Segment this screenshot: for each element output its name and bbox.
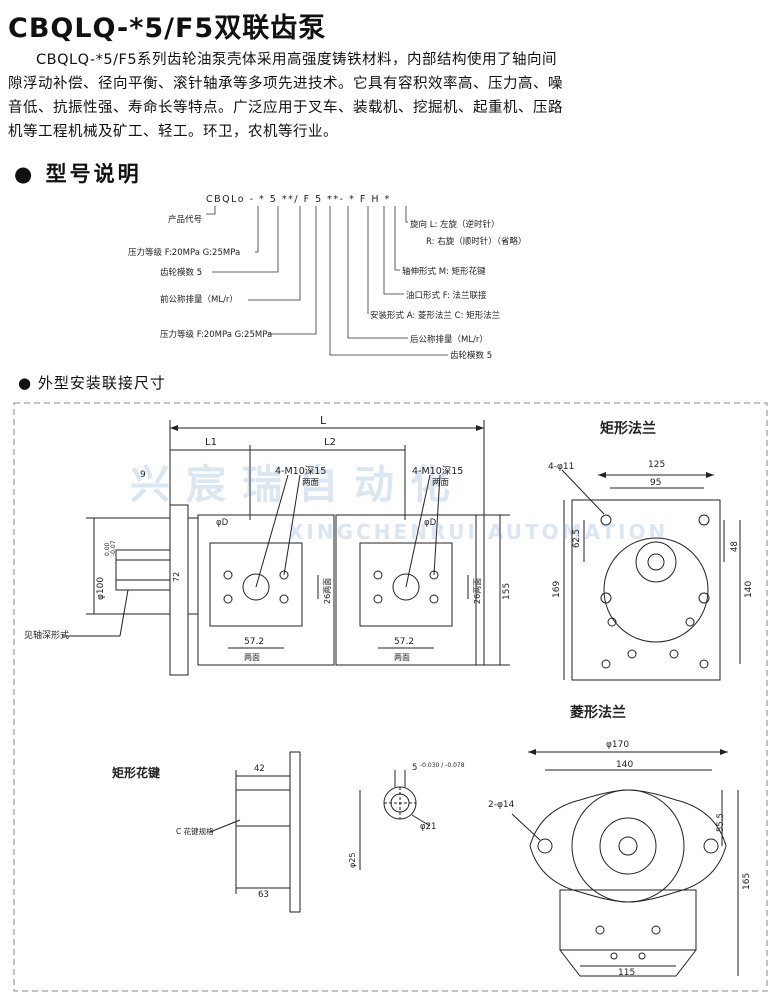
pump-side-view <box>13 402 768 992</box>
spline-title: 矩形花键 <box>112 766 161 780</box>
df-dim-55-5: 55.5 <box>716 813 726 832</box>
code-label-mount: 安装形式 A: 菱形法兰 C: 矩形法兰 <box>370 311 501 321</box>
code-label-port: 油口形式 F: 法兰联接 <box>406 291 487 301</box>
dim-57-front: 57.2 <box>244 637 265 647</box>
section-model-heading: ● 型号说明 <box>14 158 142 188</box>
rect-flange-title: 矩形法兰 <box>600 421 656 437</box>
dim-155: 155 <box>502 582 512 600</box>
dim-57-front-sub: 两面 <box>244 653 260 662</box>
dim-57-rear-sub: 两面 <box>394 653 410 662</box>
spline-detail <box>209 751 431 913</box>
port-rear-phiD: φD <box>424 518 437 528</box>
code-label-rotation: 旋向 L: 左旋（逆时针） <box>410 220 500 230</box>
section-model-title: 型号说明 <box>45 162 142 186</box>
code-label-displacement-rear: 后公称排量（ML/r） <box>410 335 488 345</box>
rf-holes: 4-φ11 <box>548 462 575 472</box>
dim-26-front: 26两面 <box>323 577 332 604</box>
df-holes: 2-φ14 <box>488 800 515 810</box>
code-label-rotation-right: R: 右旋（顺时针）（省略） <box>426 237 527 247</box>
df-dim-165: 165 <box>742 872 752 890</box>
model-code: CBQLo - * 5 **/ F 5 **- * F H * <box>206 194 391 205</box>
rf-dim-125: 125 <box>648 460 666 470</box>
dim-phi100: φ100 <box>96 576 106 600</box>
section-dims-title: 外型安装联接尺寸 <box>37 374 166 392</box>
df-dim-140: 140 <box>616 760 634 770</box>
sp-dim-21: φ21 <box>420 822 437 832</box>
sp-dim-42: 42 <box>254 764 265 774</box>
dim-L2: L2 <box>324 437 336 448</box>
bullet-icon: ● <box>18 374 33 392</box>
dim-phi100-tol-down: -0.07 <box>110 540 117 556</box>
intro-paragraph: CBQLQ-*5/F5系列齿轮油泵壳体采用高强度铸铁材料，内部结构使用了轴向间隙… <box>8 52 563 140</box>
sp-dim-25: φ25 <box>348 852 357 868</box>
diamond-flange-title: 菱形法兰 <box>570 705 626 721</box>
diamond-flange-view <box>511 751 739 977</box>
dim-L1: L1 <box>205 437 217 448</box>
code-label-pressure-front: 压力等级 F:20MPa G:25MPa <box>128 248 241 258</box>
shaft-note: 见轴深形式 <box>24 631 70 641</box>
port-front-note-sub: 两面 <box>302 478 320 488</box>
dim-72: 72 <box>172 571 181 582</box>
dim-57-rear: 57.2 <box>394 637 415 647</box>
rf-dim-140: 140 <box>744 580 754 598</box>
port-rear-note-sub: 两面 <box>432 478 450 488</box>
rf-dim-95: 95 <box>650 478 662 488</box>
dim-L: L <box>320 414 327 427</box>
rf-dim-48: 48 <box>730 541 740 552</box>
code-label-module-front: 齿轮模数 5 <box>160 268 203 278</box>
sp-spline-spec: C 花键规格 <box>176 827 214 836</box>
code-label-module-rear: 齿轮模数 5 <box>450 351 493 361</box>
code-label-pressure-rear: 压力等级 F:20MPa G:25MPa <box>160 330 273 340</box>
code-label-product: 产品代号 <box>168 215 203 225</box>
watermark-en: XINGCHENRUI AUTOMATION <box>288 520 669 544</box>
bullet-icon: ● <box>14 162 36 186</box>
section-dims-heading: ● 外型安装联接尺寸 <box>18 372 166 393</box>
dim-26-rear: 26两面 <box>473 577 482 604</box>
port-front-note: 4-M10深15 <box>275 466 327 477</box>
code-label-shaft: 轴伸形式 M: 矩形花键 <box>402 267 486 277</box>
model-code-leaders <box>206 206 448 356</box>
rf-dim-62-5: 62.5 <box>572 529 582 548</box>
dimension-arrows <box>170 425 728 755</box>
df-dim-170: φ170 <box>606 740 630 750</box>
sp-dim-5-tol: -0.030 / -0.078 <box>420 762 465 769</box>
watermark-cn: 兴宸瑞自动化 <box>130 462 466 508</box>
rf-dim-169: 169 <box>552 580 562 598</box>
rect-flange-view <box>561 469 741 681</box>
code-label-displacement-front: 前公称排量（ML/r） <box>160 295 238 305</box>
dim-9: 9 <box>140 470 146 480</box>
port-front-phiD: φD <box>216 518 229 528</box>
page-title: CBQLQ-*5/F5双联齿泵 <box>8 13 327 44</box>
sp-dim-5: 5 <box>412 763 418 773</box>
sp-dim-63: 63 <box>258 890 269 900</box>
port-rear-note: 4-M10深15 <box>412 466 464 477</box>
df-dim-115: 115 <box>618 968 636 978</box>
